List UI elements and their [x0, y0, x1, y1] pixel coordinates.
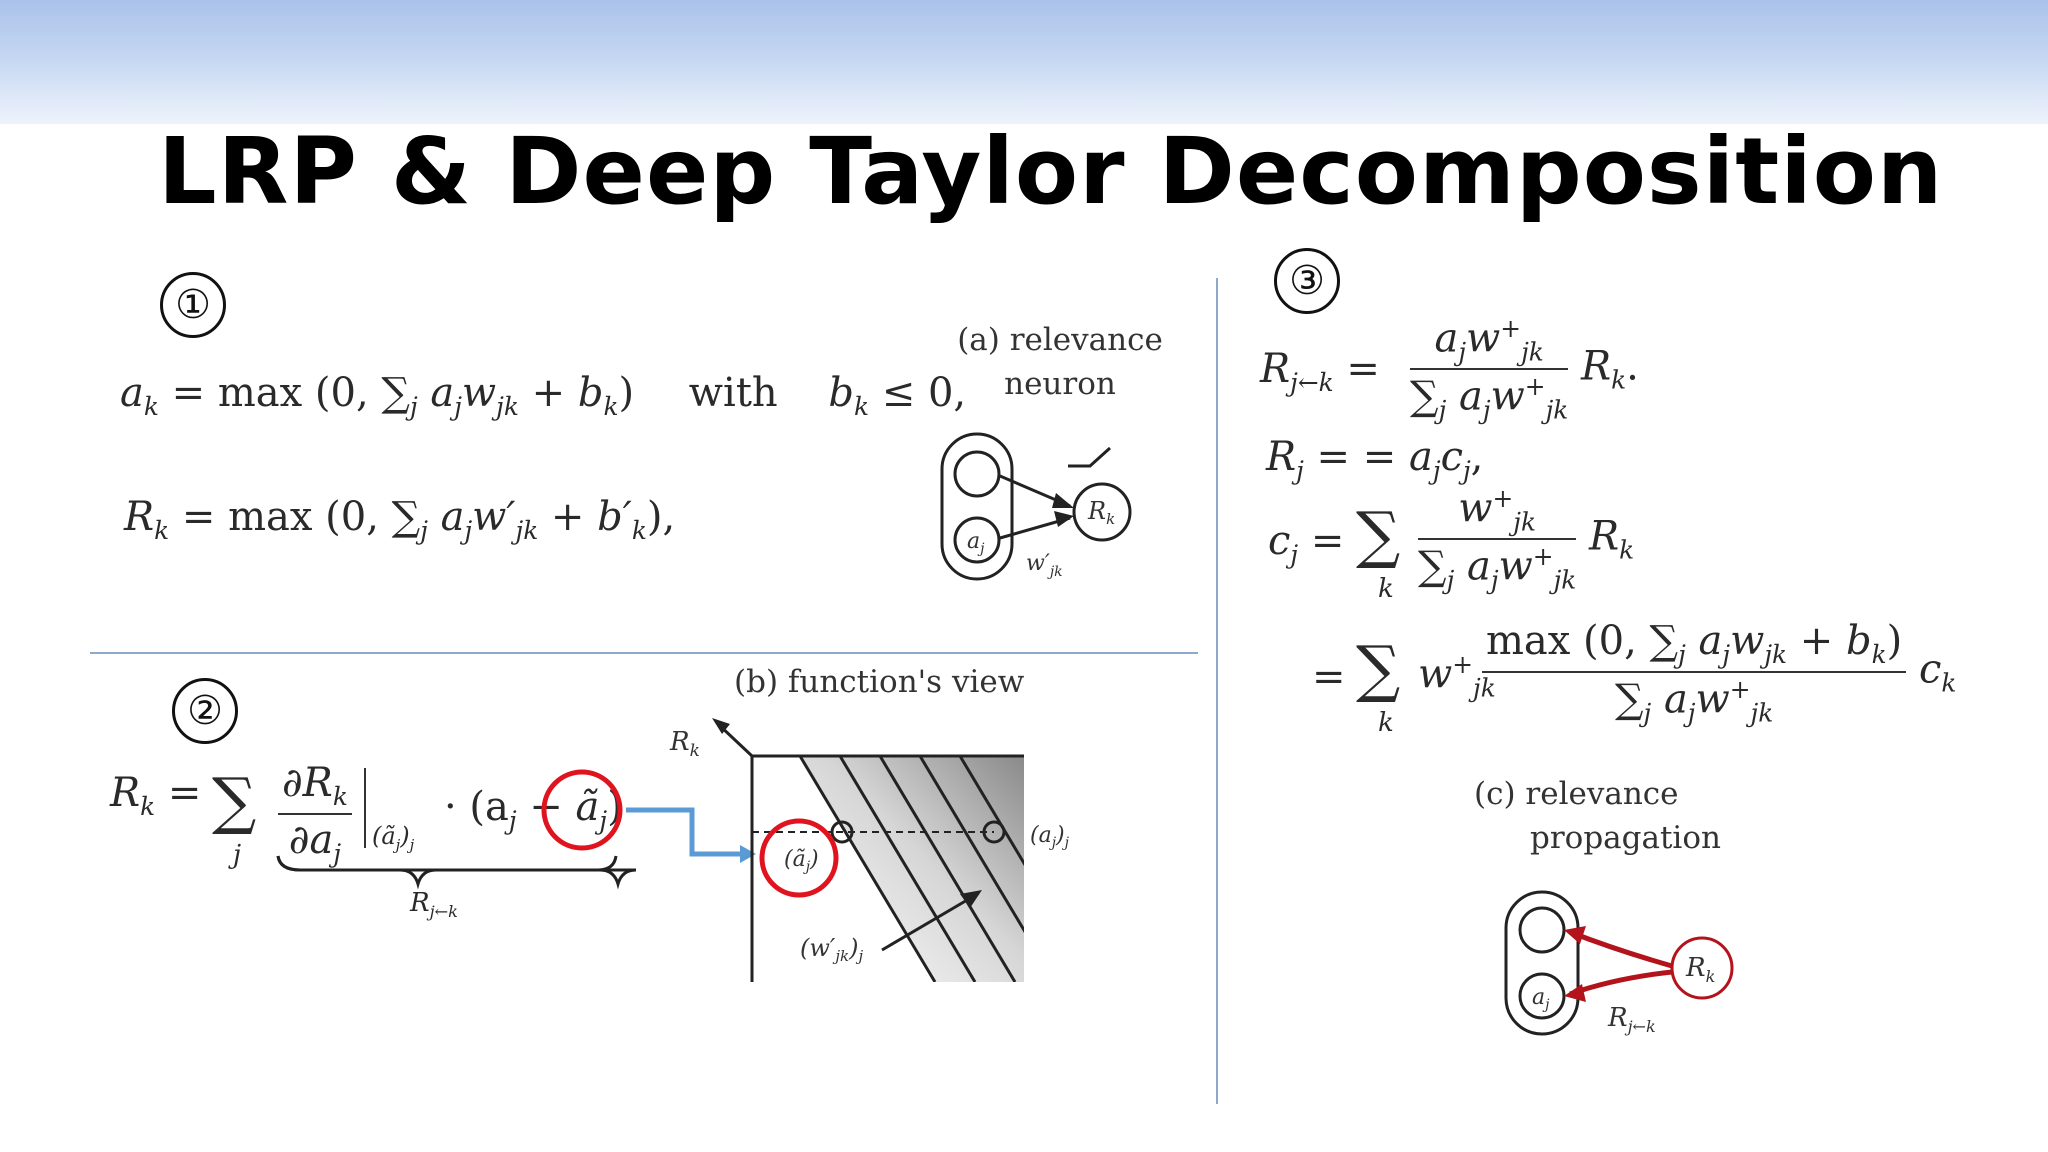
section-2-number: ②: [172, 678, 238, 744]
relevance-propagation-diagram: aj Rk Rj←k: [1504, 890, 1734, 1036]
neuron-aj-node: [953, 516, 1001, 564]
weight-direction-arrow: [881, 894, 975, 952]
svg-text:(aj)j: (aj)j: [1030, 823, 1070, 851]
blue-arrow-icon: [626, 807, 744, 857]
relu-icon: [1068, 446, 1112, 468]
header-gradient-bar: [0, 0, 2048, 124]
section-3-equation-4-weight: w+jk: [1418, 650, 1496, 703]
section-3-equation-4-sum-index: k: [1378, 708, 1394, 738]
section-1-number: ①: [160, 272, 226, 338]
neuron-capsule: [940, 432, 1014, 581]
relevance-propagation-caption: (c) relevance propagation: [1474, 776, 1721, 856]
evaluation-bar: [364, 768, 366, 848]
section-3-equation-3-lhs: cj =: [1268, 518, 1345, 569]
vertical-divider: [1216, 278, 1218, 1104]
section-3-equation-3-fraction: w+jk ∑j ajw+jk Rk: [1418, 484, 1635, 595]
neuron-top-node: [953, 450, 1001, 498]
section-2-sum-symbol: ∑: [212, 764, 257, 837]
section-1-equation-1: ak = max (0, ∑j ajwjk + bk) with bk ≤ 0,: [120, 370, 967, 421]
tilde-a-highlight-circle: [541, 769, 623, 851]
functions-view-caption: (b) function's view: [734, 664, 1025, 700]
section-1-equation-2: Rk = max (0, ∑j ajw′jk + b′k),: [124, 494, 676, 545]
relevance-neuron-diagram: aj Rk w′jk: [940, 432, 1132, 581]
svg-text:aj: aj: [967, 529, 985, 557]
section-2-taylor-equation: Rk =: [110, 770, 202, 821]
section-2-partial-fraction: ∂Rk ∂aj: [278, 760, 352, 868]
section-3-equation-4-fraction: max (0, ∑j ajwjk + bk) ∑j ajw+jk ck: [1482, 618, 1956, 727]
relevance-neuron-caption: (a) relevance neuron: [957, 322, 1163, 402]
svg-text:Rk: Rk: [1685, 953, 1715, 986]
propagation-capsule: [1504, 890, 1580, 1036]
svg-text:(ãj): (ãj): [784, 847, 819, 875]
svg-text:Rj←k: Rj←k: [1607, 1003, 1656, 1036]
svg-text:Rk: Rk: [669, 727, 700, 761]
underbrace-label: Rj←k: [410, 888, 458, 922]
section-3-equation-4-eq: =: [1312, 654, 1346, 700]
horizontal-divider: [90, 652, 1198, 654]
root-point: [830, 820, 854, 844]
svg-text:aj: aj: [1532, 985, 1550, 1013]
root-point-highlight-circle: [759, 818, 839, 898]
section-3-equation-4-sum: ∑: [1356, 632, 1401, 705]
section-2-sum-index: j: [233, 840, 242, 870]
slide-title: LRP & Deep Taylor Decomposition: [158, 118, 1944, 225]
propagation-rk-node: [1670, 936, 1734, 1000]
data-point: [982, 820, 1006, 844]
section-3-equation-1-lhs: Rj←k =: [1260, 346, 1380, 397]
section-3-equation-3-sum-index: k: [1378, 574, 1394, 604]
neuron-rk-node: [1072, 482, 1132, 542]
section-3-number: ③: [1274, 248, 1340, 314]
section-3-equation-1-fraction: ajw+jk ∑j ajw+jk Rk.: [1410, 314, 1639, 425]
function-view-plot: Rk (ãj) (aj)j (w′jk)j: [669, 718, 1070, 982]
propagation-top-node: [1518, 906, 1566, 954]
section-3-equation-2: Rj = = ajcj,: [1266, 434, 1484, 485]
section-3-equation-3-sum: ∑: [1356, 498, 1401, 571]
svg-text:(w′jk)j: (w′jk)j: [800, 934, 863, 965]
evaluation-point: (ãj)j: [372, 822, 415, 854]
svg-text:w′jk: w′jk: [1026, 551, 1063, 580]
svg-text:Rk: Rk: [1087, 497, 1115, 528]
